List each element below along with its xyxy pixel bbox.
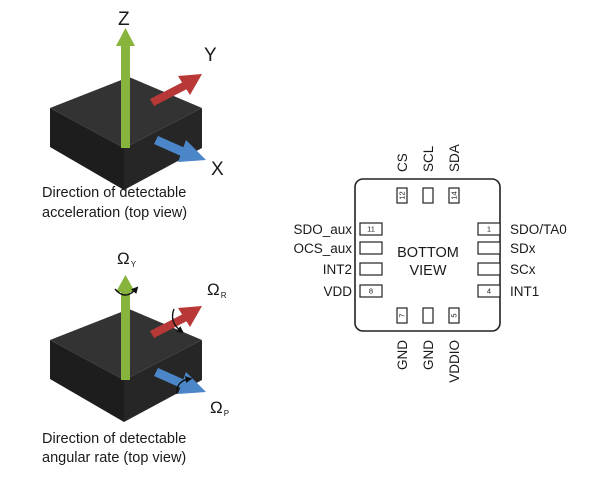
y-axis-arrow — [150, 74, 202, 106]
gyro-caption-line2: angular rate (top view) — [42, 450, 186, 466]
pin-pad-scl — [422, 187, 434, 204]
pin-label-right-0: SDO/TA0 — [510, 222, 567, 237]
pin-pad-right-3-number: 4 — [487, 287, 491, 296]
pin-pad-left-3 — [359, 284, 383, 298]
pin-label-right-2: SCx — [510, 262, 536, 277]
pin-pad-right-1 — [477, 241, 501, 255]
pin-pad-left-0 — [359, 222, 383, 236]
pin-pad-right-0 — [477, 222, 501, 236]
package-outline — [354, 178, 501, 332]
y-axis-label: Y — [204, 45, 217, 66]
gyro-caption-line1: Direction of detectable — [42, 431, 186, 447]
pin-pad-vddio-2 — [448, 307, 460, 324]
pin-pad-gnd-1 — [422, 307, 434, 324]
pin-pad-sda-number: 14 — [450, 191, 459, 199]
pin1-dot — [112, 302, 120, 310]
pin-label-left-0: SDO_aux — [293, 222, 352, 237]
package-center-line1: BOTTOM — [397, 245, 459, 261]
accel-figure: Z Y X Direction of detectable accelerati… — [42, 9, 224, 221]
pin-pad-right-2 — [477, 262, 501, 276]
pin-label-cs: CS — [395, 153, 410, 172]
yaw-rotation-icon — [114, 286, 139, 296]
pin-label-left-1: OCS_aux — [293, 241, 352, 256]
accel-caption-line2: acceleration (top view) — [42, 205, 187, 221]
z-axis-label: Z — [118, 9, 130, 30]
package-center-line2: VIEW — [409, 263, 446, 279]
x-axis-arrow — [154, 136, 206, 162]
pin-pad-left-0-number: 11 — [367, 225, 375, 234]
pin-pad-cs-number: 12 — [398, 191, 407, 199]
x-axis-label: X — [211, 159, 224, 180]
pitch-axis-arrow — [154, 368, 206, 395]
pin-label-sda: SDA — [447, 144, 462, 172]
pin1-dot — [112, 70, 120, 78]
z-axis-arrow — [116, 28, 135, 148]
pitch-rotation-icon — [176, 376, 193, 395]
roll-axis-arrow — [150, 306, 202, 338]
pin-label-left-3: VDD — [323, 284, 352, 299]
pin-pad-left-1 — [359, 241, 383, 255]
pin-label-right-3: INT1 — [510, 284, 539, 299]
pin-pad-left-2 — [359, 262, 383, 276]
pin-pad-cs — [396, 187, 408, 204]
pin-pad-left-3-number: 8 — [369, 287, 373, 296]
pin-label-left-2: INT2 — [323, 262, 352, 277]
pin-pad-vddio-2-number: 5 — [450, 313, 459, 317]
yaw-axis-arrow — [114, 275, 139, 380]
omega-y-label: ΩY — [117, 249, 137, 269]
pin-label-gnd-0: GND — [395, 340, 410, 370]
accel-caption-line1: Direction of detectable — [42, 185, 186, 201]
omega-p-label: ΩP — [210, 398, 229, 418]
pin-pad-right-3 — [477, 284, 501, 298]
pin-pad-gnd-0-number: 7 — [398, 313, 407, 317]
roll-rotation-icon — [171, 308, 184, 334]
pin-label-vddio-2: VDDIO — [447, 340, 462, 383]
pin-pad-gnd-0 — [396, 307, 408, 324]
pin-pad-sda — [448, 187, 460, 204]
pin-pad-right-0-number: 1 — [487, 225, 491, 234]
pin-label-scl: SCL — [421, 145, 436, 172]
pin-label-right-1: SDx — [510, 241, 536, 256]
omega-r-label: ΩR — [207, 280, 227, 300]
gyro-figure: ΩY ΩR ΩP Direction of detectable angular… — [42, 249, 229, 466]
pin-label-gnd-1: GND — [421, 340, 436, 370]
